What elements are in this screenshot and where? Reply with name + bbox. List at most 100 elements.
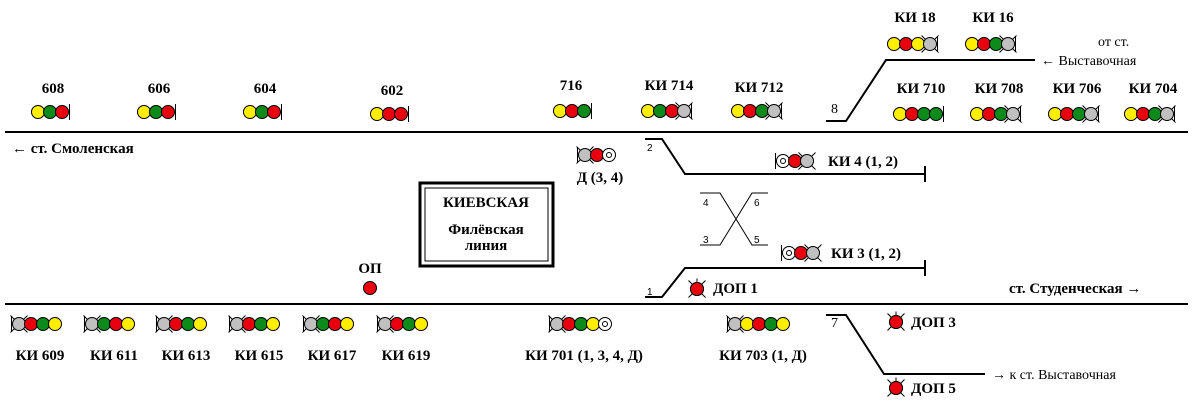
signal-sdop5: ДОП 5 — [887, 377, 956, 397]
lamp-red — [394, 107, 408, 121]
direction-from-vystavochnaya-2: ← Выставочная — [1041, 54, 1137, 69]
lamp-gray — [677, 104, 691, 118]
deadend-track-4 — [645, 138, 925, 175]
signal-label: КИ 619 — [382, 348, 431, 364]
lamp-red — [267, 105, 281, 119]
switch-4-label: 4 — [703, 198, 709, 209]
lamp-red — [328, 317, 342, 331]
crossover-b — [700, 192, 768, 246]
signal-ski609: КИ 609 — [10, 315, 64, 364]
switch-5-label: 5 — [754, 235, 760, 246]
signal-label: КИ 617 — [308, 348, 357, 364]
signal-s604: 604 — [243, 81, 282, 120]
lamp-gray — [767, 104, 781, 118]
lamp-green — [316, 317, 330, 331]
signal-label: ОП — [358, 261, 382, 277]
lamp-white — [598, 317, 612, 331]
lamp-yellow — [776, 317, 790, 331]
lamp-green — [181, 317, 195, 331]
lamp-gray — [12, 317, 26, 331]
signal-ski18: КИ 18 — [887, 10, 939, 53]
lamp-gray — [806, 246, 820, 260]
lamp-gray — [157, 317, 171, 331]
lamp-white-inner — [606, 152, 612, 158]
signal-sd34: Д (3, 4) — [576, 146, 623, 186]
lamp-gray — [923, 37, 937, 51]
lamp-red — [565, 104, 579, 118]
lamp-green — [402, 317, 416, 331]
lamp-gray — [378, 317, 392, 331]
signal-label: КИ 703 (1, Д) — [719, 348, 807, 364]
signal-s608: 608 — [31, 81, 70, 120]
lamp-gray — [578, 148, 592, 162]
signal-label: КИ 18 — [894, 10, 935, 26]
lamp-gray — [1001, 37, 1015, 51]
station-line-1: Филёвская — [448, 222, 524, 238]
lamp-green — [764, 317, 778, 331]
signal-ski708: КИ 708 — [970, 81, 1023, 123]
lamp-gray — [1084, 107, 1098, 121]
lamp-red — [752, 317, 766, 331]
lamp-yellow — [31, 105, 45, 119]
lamp-red — [665, 104, 679, 118]
lamp-yellow — [553, 104, 567, 118]
switch-6-label: 6 — [754, 198, 760, 209]
lamp-white-inner — [602, 321, 608, 327]
signal-label: 604 — [254, 81, 277, 97]
signal-label: ДОП 3 — [911, 315, 956, 331]
lamp-gray — [1160, 107, 1174, 121]
lamp-yellow — [970, 107, 984, 121]
station-line-2: линия — [465, 238, 507, 254]
signal-ski617: КИ 617 — [302, 315, 357, 364]
signal-label: 608 — [42, 81, 65, 97]
lamp-green — [97, 317, 111, 331]
lamp-red — [590, 148, 604, 162]
lamp-red — [889, 381, 903, 395]
lamp-red — [562, 317, 576, 331]
signal-label: КИ 613 — [162, 348, 211, 364]
lamp-yellow — [911, 37, 925, 51]
lamp-green — [989, 37, 1003, 51]
lamp-yellow — [137, 105, 151, 119]
direction-smolenskaya: ← ст. Смоленская — [12, 141, 134, 157]
lamp-green — [994, 107, 1008, 121]
lamp-red — [363, 281, 377, 295]
lamp-red — [1060, 107, 1074, 121]
lamp-yellow — [193, 317, 207, 331]
lamp-red — [982, 107, 996, 121]
station-name-box: КИЕВСКАЯ Филёвская линия — [418, 181, 555, 268]
lamp-red — [788, 154, 802, 168]
direction-to-vystavochnaya: → к ст. Выставочная — [992, 368, 1116, 383]
lamp-green — [36, 317, 50, 331]
signal-s602: 602 — [370, 83, 409, 122]
signal-ski712: КИ 712 — [731, 80, 783, 120]
signal-sop: ОП — [358, 261, 382, 295]
signal-label: 716 — [560, 78, 583, 94]
signal-label: ДОП 5 — [911, 381, 956, 397]
direction-studencheskaya: ст. Студенческая → — [1009, 281, 1141, 297]
lamp-green — [1072, 107, 1086, 121]
lamp-yellow — [1124, 107, 1138, 121]
lamp-green — [43, 105, 57, 119]
lamp-yellow — [414, 317, 428, 331]
signal-ski615: КИ 615 — [228, 315, 283, 364]
lamp-green — [755, 104, 769, 118]
signal-ski3: КИ 3 (1, 2) — [781, 244, 901, 262]
lamp-red — [161, 105, 175, 119]
lamp-yellow — [740, 317, 754, 331]
signal-ski4: КИ 4 (1, 2) — [775, 152, 898, 170]
direction-from-vystavochnaya-1: от ст. — [1098, 35, 1129, 50]
lamp-green — [929, 107, 943, 121]
switch-1-label: 1 — [647, 287, 653, 298]
lamp-yellow — [1048, 107, 1062, 121]
lamp-white — [782, 246, 796, 260]
station-box-inner — [424, 187, 549, 262]
signal-label: КИ 706 — [1053, 81, 1102, 97]
signal-ski619: КИ 619 — [376, 315, 431, 364]
lamp-yellow — [48, 317, 62, 331]
lamp-red — [390, 317, 404, 331]
signal-label: КИ 714 — [645, 78, 694, 94]
switch-3-label: 3 — [703, 235, 709, 246]
